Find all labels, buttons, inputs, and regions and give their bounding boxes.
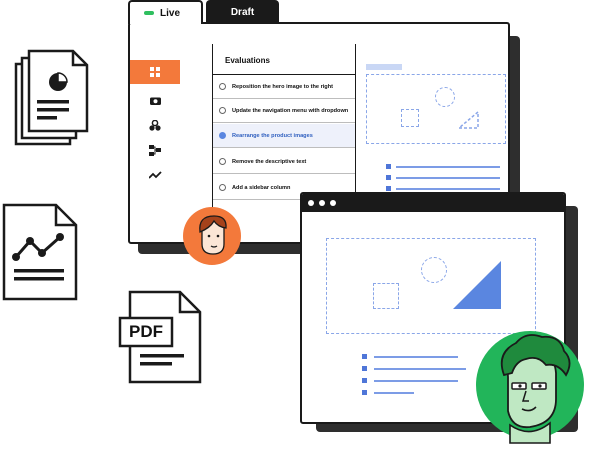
list-bullet bbox=[362, 366, 367, 371]
radio-button[interactable] bbox=[219, 184, 226, 191]
pdf-document-icon: PDF bbox=[118, 290, 202, 384]
evaluation-item-label: Remove the descriptive text bbox=[232, 158, 307, 165]
evaluation-item[interactable]: Update the navigation menu with dropdown bbox=[213, 99, 355, 123]
triangle-shape bbox=[453, 261, 501, 309]
radio-button[interactable] bbox=[219, 107, 226, 114]
avatar bbox=[182, 206, 242, 266]
avatar bbox=[474, 325, 586, 445]
evaluations-title: Evaluations bbox=[225, 56, 270, 65]
list-line bbox=[374, 356, 458, 358]
window-control-dot[interactable] bbox=[319, 200, 325, 206]
circle-placeholder bbox=[421, 257, 447, 283]
evaluation-item[interactable]: Remove the descriptive text bbox=[213, 150, 355, 174]
tab-draft-label: Draft bbox=[230, 6, 255, 18]
list-bullet bbox=[386, 186, 391, 191]
list-bullet bbox=[362, 354, 367, 359]
evaluation-item[interactable]: Add a sidebar column bbox=[213, 176, 355, 200]
flowchart-icon bbox=[149, 144, 161, 156]
list-line bbox=[396, 188, 500, 190]
camera-icon bbox=[149, 97, 161, 105]
browser-title-bar bbox=[302, 194, 564, 212]
square-placeholder bbox=[401, 109, 419, 127]
list-line bbox=[374, 380, 458, 382]
shapes-icon bbox=[149, 119, 161, 131]
square-placeholder bbox=[373, 283, 399, 309]
line-chart-document-icon bbox=[2, 203, 78, 301]
list-bullet bbox=[386, 164, 391, 169]
tab-live-label: Live bbox=[160, 7, 181, 19]
preview-image-placeholder bbox=[366, 74, 506, 144]
evaluation-item-label: Rearrange the product images bbox=[232, 132, 313, 139]
preview-heading-bar bbox=[366, 64, 402, 70]
sidebar-item-flowchart[interactable] bbox=[130, 138, 180, 162]
tab-live[interactable]: Live bbox=[128, 0, 203, 24]
divider bbox=[213, 74, 355, 75]
list-bullet bbox=[362, 378, 367, 383]
radio-button[interactable] bbox=[219, 158, 226, 165]
pie-chart-document-icon bbox=[12, 48, 92, 148]
list-bullet bbox=[362, 390, 367, 395]
live-status-indicator bbox=[144, 11, 154, 15]
sidebar-item-camera[interactable] bbox=[130, 88, 180, 112]
list-line bbox=[374, 368, 466, 370]
tab-draft[interactable]: Draft bbox=[206, 0, 279, 24]
evaluation-item[interactable]: Reposition the hero image to the right bbox=[213, 75, 355, 99]
evaluation-item-label: Reposition the hero image to the right bbox=[232, 83, 334, 90]
grid-icon bbox=[150, 67, 160, 77]
pdf-label: PDF bbox=[129, 322, 163, 341]
list-line bbox=[374, 392, 414, 394]
sidebar-item-shapes[interactable] bbox=[130, 113, 180, 137]
hero-image-placeholder bbox=[326, 238, 536, 334]
list-bullet bbox=[386, 175, 391, 180]
window-control-dot[interactable] bbox=[308, 200, 314, 206]
trend-line-icon bbox=[148, 171, 162, 179]
evaluation-item-label: Add a sidebar column bbox=[232, 184, 291, 191]
circle-placeholder bbox=[435, 87, 455, 107]
window-control-dot[interactable] bbox=[330, 200, 336, 206]
sidebar-item-trend[interactable] bbox=[130, 163, 180, 187]
radio-button[interactable] bbox=[219, 83, 226, 90]
list-line bbox=[396, 166, 500, 168]
list-line bbox=[396, 177, 500, 179]
radio-button[interactable] bbox=[219, 132, 226, 139]
triangle-placeholder bbox=[457, 111, 479, 129]
sidebar-item-grid[interactable] bbox=[130, 60, 180, 84]
evaluation-item-label: Update the navigation menu with dropdown bbox=[232, 107, 349, 114]
evaluation-item-selected[interactable]: Rearrange the product images bbox=[213, 124, 355, 148]
